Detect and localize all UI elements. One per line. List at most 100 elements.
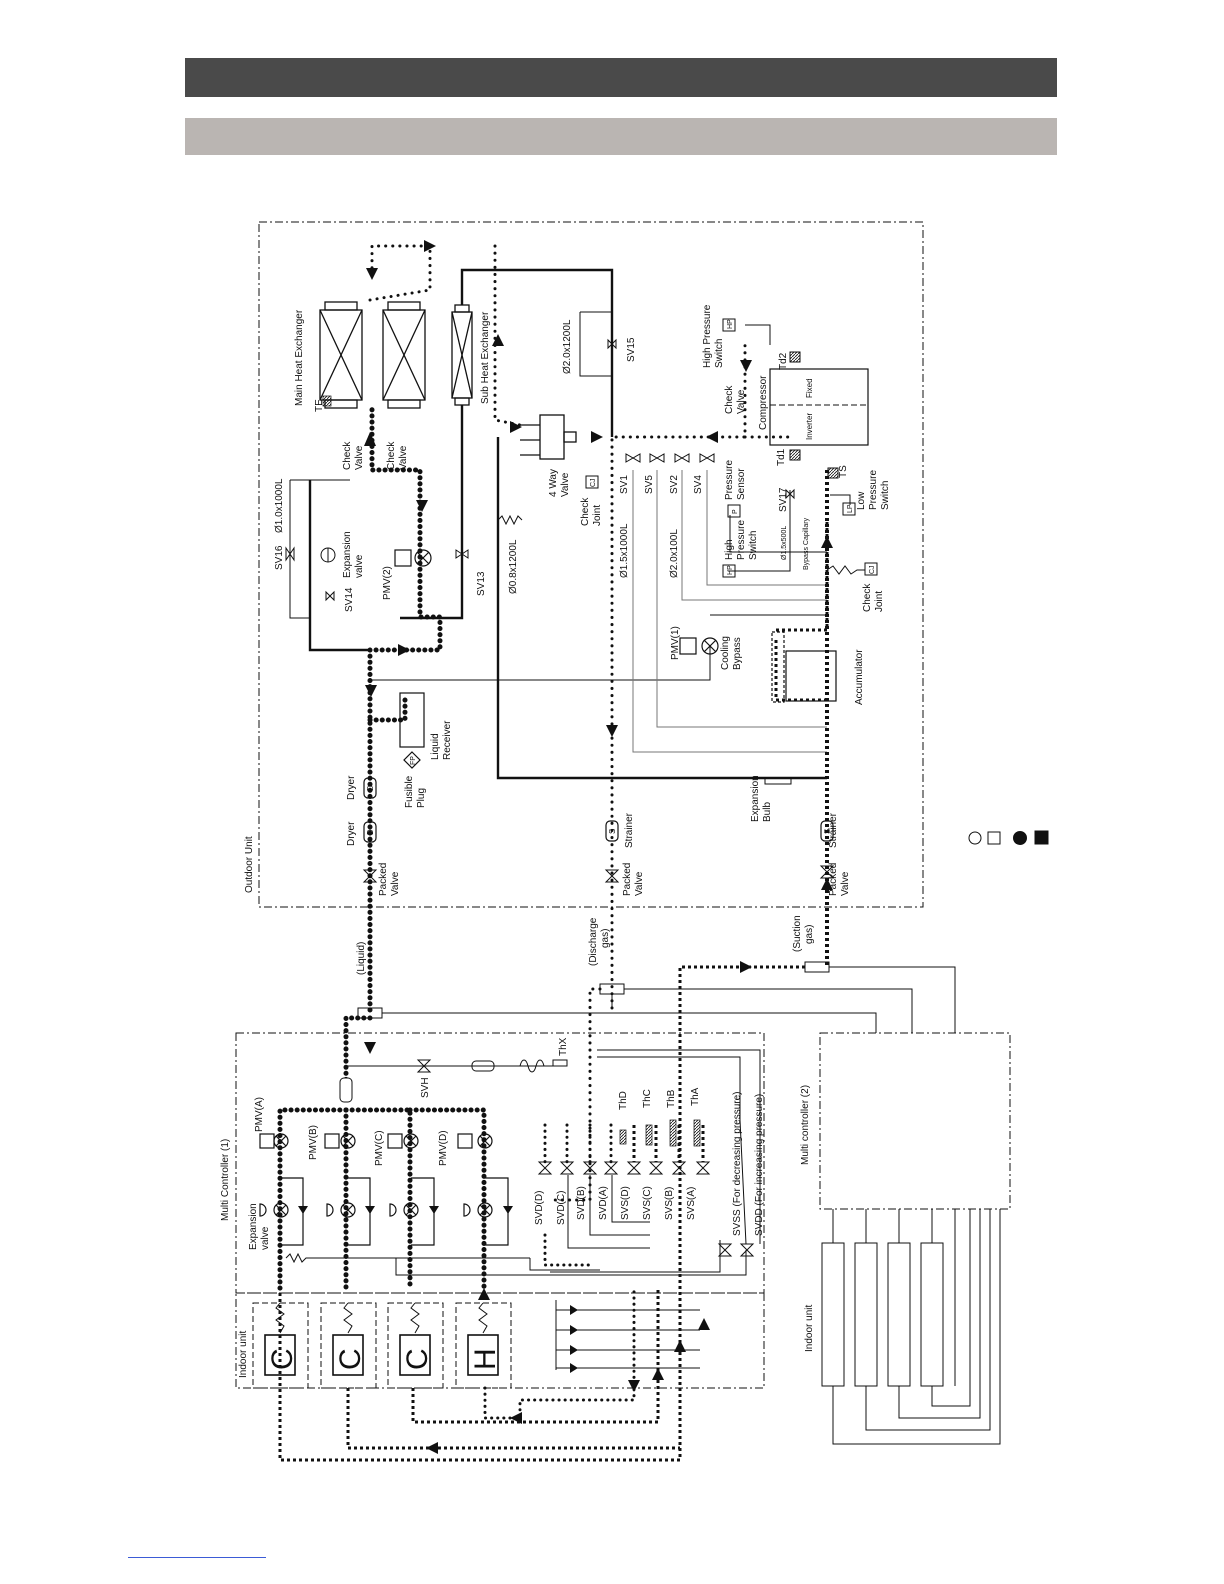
liquid-pipe-label: (Liquid) xyxy=(356,942,367,975)
hp-top-box xyxy=(722,318,736,332)
ts-label: TS xyxy=(838,465,849,478)
check-valve-2-l2: Valve xyxy=(398,445,409,470)
multi-controller-1-frame xyxy=(235,1032,765,1294)
sub-hx-label: Sub Heat Exchanger xyxy=(480,311,491,404)
hp-box xyxy=(722,564,736,578)
lp-box xyxy=(842,502,856,516)
mc1-expansion-l2: valve xyxy=(260,1226,271,1250)
main-hx-label: Main Heat Exchanger xyxy=(294,309,305,406)
check-joint-2 xyxy=(864,562,878,576)
pmv2-label: PMV(2) xyxy=(382,566,393,600)
cap-sv16-label: Ø1.0x1000L xyxy=(274,478,285,533)
sv15-label: SV15 xyxy=(626,337,637,362)
four-way-l2: Valve xyxy=(560,472,571,497)
flow-arrows xyxy=(364,240,833,1054)
mc2-indoor-units xyxy=(821,1209,1001,1445)
check-valve-1-l2: Valve xyxy=(354,445,365,470)
pressure-sensor-l2: Sensor xyxy=(736,468,747,500)
discharge-line-route xyxy=(610,343,792,1010)
outdoor-unit-frame xyxy=(258,221,924,908)
mc1-check-valves xyxy=(298,1206,513,1214)
svss-label: SVSS (For decreasing pressure) xyxy=(732,1091,743,1236)
indoor-return-routes xyxy=(346,1288,680,1450)
liquid-receiver-l1: Liquid xyxy=(430,733,441,760)
packed-valves xyxy=(362,865,835,883)
check-joint-1-l2: Joint xyxy=(592,505,603,526)
check-joint-2-l2: Joint xyxy=(874,591,885,612)
svs-c-label: SVS(C) xyxy=(642,1186,653,1220)
sub-heat-exchanger xyxy=(451,304,473,406)
svd-a-label: SVD(A) xyxy=(598,1186,609,1220)
check-valve-2-l1: Check xyxy=(386,441,397,470)
check-joint-2-spring xyxy=(826,565,865,575)
pmv1-symbol xyxy=(679,637,719,655)
dryers xyxy=(363,777,377,843)
d-text-1: D xyxy=(366,785,375,791)
td2-sensor xyxy=(789,351,801,363)
indoor-unit-coils xyxy=(275,1302,488,1334)
multi-controller-2-frame xyxy=(819,1032,1011,1210)
fp-text: FP xyxy=(410,756,417,765)
accumulator-label: Accumulator xyxy=(854,649,865,705)
mc1-expansion-l1: Expansion xyxy=(248,1203,259,1250)
sv13-label: SV13 xyxy=(476,571,487,596)
check-joint-1 xyxy=(585,475,599,489)
indoor-area-check-arrows xyxy=(426,961,752,1454)
ts-sensor xyxy=(827,467,839,479)
suction-line-route xyxy=(774,470,829,965)
packed-valve-1-l1: Packed xyxy=(378,863,389,896)
check-joint-1-l1: Check xyxy=(580,497,591,526)
mc1-pmv-row xyxy=(259,1133,493,1149)
hp-top-text: HP xyxy=(727,319,734,329)
indoor-unit-d-letter: H xyxy=(469,1348,502,1370)
legend-symbols xyxy=(968,830,1049,845)
legend-open-circle xyxy=(968,831,982,845)
liquid-receiver xyxy=(399,692,425,769)
bypass-capillary-label: Bypass Capillary xyxy=(803,517,810,570)
packed-valve-2-l2: Valve xyxy=(634,871,645,896)
pmv1-label: PMV(1) xyxy=(670,626,681,660)
compressor-label: Compressor xyxy=(758,375,769,430)
expansion-valve-l2: valve xyxy=(354,554,365,578)
cap-sv15-label: Ø2.0x1200L xyxy=(562,319,573,374)
mc1-sensors xyxy=(619,1119,701,1147)
svh-label: SVH xyxy=(420,1077,431,1098)
expansion-valve-sv16-group xyxy=(285,546,336,602)
thx-label: ThX xyxy=(558,1037,569,1056)
te-sensor xyxy=(322,395,332,407)
mc1-valve-bank xyxy=(537,1049,761,1257)
pressure-sensor-l1: Pressure xyxy=(724,460,735,500)
lps-l2: Pressure xyxy=(868,470,879,510)
thin-pipes xyxy=(289,311,851,681)
mc2-indoor-label: Indoor unit xyxy=(804,1305,815,1352)
sv16-label: SV16 xyxy=(274,545,285,570)
lp-text: LP xyxy=(847,504,854,513)
svs-d-label: SVS(D) xyxy=(620,1186,631,1220)
te-label: TE xyxy=(314,399,325,412)
header-bar-light xyxy=(185,118,1057,155)
packed-valve-3-l2: Valve xyxy=(840,871,851,896)
mc2-label: Multi controller (2) xyxy=(800,1085,811,1165)
check-joint-2-l1: Check xyxy=(862,583,873,612)
outdoor-unit-label: Outdoor Unit xyxy=(244,836,255,893)
capillary-zigzag xyxy=(497,514,523,526)
accumulator xyxy=(771,631,837,703)
legend-open-square xyxy=(987,831,1001,845)
main-heat-exchanger xyxy=(319,301,426,409)
discharge-gas-l2: gas) xyxy=(600,929,611,948)
svd-b-label: SVD(B) xyxy=(576,1186,587,1220)
expansion-valve-l1: Expansion xyxy=(342,531,353,578)
suction-gas-l2: gas) xyxy=(804,925,815,944)
td1-label: Td1 xyxy=(776,448,787,466)
legend-filled-circle xyxy=(1013,831,1027,845)
td1-sensor xyxy=(789,449,801,461)
mc1-bus xyxy=(277,1107,487,1293)
four-way-l1: 4 Way xyxy=(548,469,559,497)
sv4-label: SV4 xyxy=(693,475,704,494)
indoor-unit-b-letter: C xyxy=(334,1348,367,1370)
cj-label-1: CJ xyxy=(590,478,597,487)
hps-l1: High xyxy=(724,539,735,560)
indoor-unit-boxes xyxy=(252,1302,512,1389)
compressor-body xyxy=(769,368,869,446)
expansion-bulb-l2: Bulb xyxy=(762,802,773,822)
